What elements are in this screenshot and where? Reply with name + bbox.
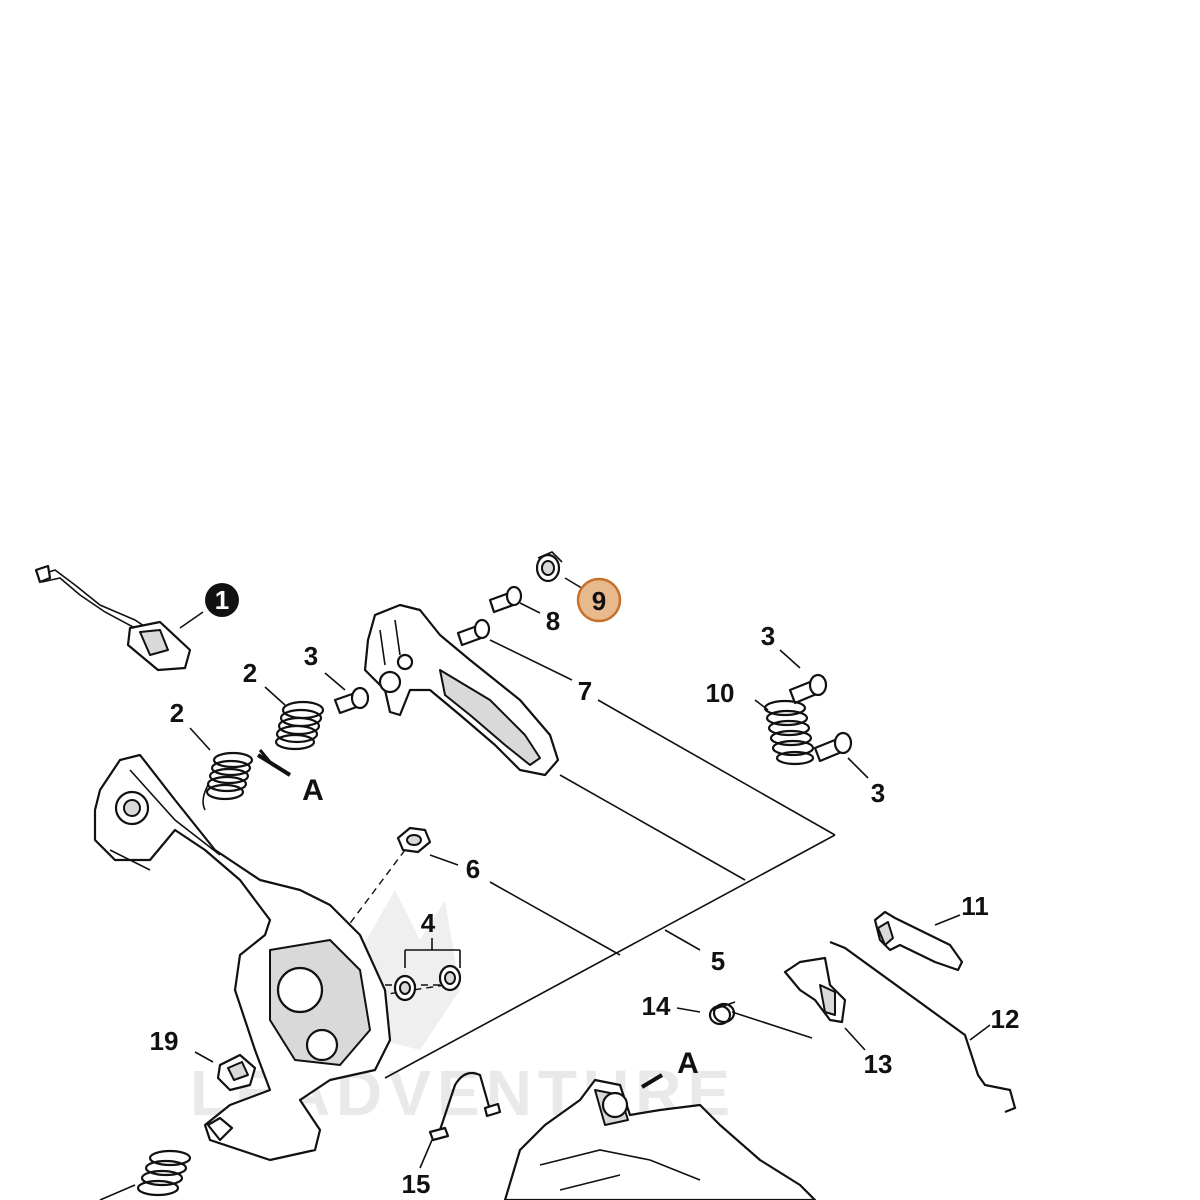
callout-14: 14 (642, 991, 671, 1021)
callout-5: 5 (711, 946, 725, 976)
callout-3-right-lower: 3 (871, 778, 885, 808)
part-8-screw-lower (456, 618, 491, 647)
part-14-torsion-spring (708, 1001, 813, 1039)
callout-2-lower: 2 (170, 698, 184, 728)
callout-1-marker (205, 583, 239, 617)
callout-10: 10 (706, 678, 735, 708)
callout-6: 6 (466, 854, 480, 884)
callout-9: 9 (592, 586, 606, 616)
part-7-rear-handle (363, 603, 560, 777)
callout-3-right-upper: 3 (761, 621, 775, 651)
part-5-housing (93, 753, 392, 1162)
callout-19: 19 (150, 1026, 179, 1056)
part-15-bracket (428, 1071, 502, 1142)
part-1-wire-harness (34, 564, 192, 672)
callout-11: 11 (961, 891, 989, 921)
bottom-housing (503, 1078, 817, 1200)
part-13-lockout-lever (783, 956, 847, 1024)
part-9-sleeve (535, 551, 563, 583)
part-3-screw-left (333, 686, 370, 715)
callout-7: 7 (578, 676, 592, 706)
part-4-bushing-right (438, 964, 462, 992)
part-12-throttle-rod (829, 940, 1017, 1114)
part-2-spring-bottom (99, 1149, 192, 1200)
callout-2-upper: 2 (243, 658, 257, 688)
part-3-screw-right-lower (813, 731, 853, 763)
callout-15: 15 (402, 1169, 431, 1199)
callout-9-highlight[interactable] (576, 577, 622, 623)
part-11-throttle-trigger (873, 910, 964, 972)
reference-a-upper: A (302, 774, 324, 807)
reference-a-lower: A (677, 1047, 699, 1080)
callout-12: 12 (991, 1004, 1020, 1034)
part-6-nut (396, 826, 432, 854)
callout-1: 1 (215, 585, 229, 615)
callout-13: 13 (864, 1049, 893, 1079)
part-4-bushing-left (393, 974, 417, 1002)
part-8-screw-upper (488, 585, 523, 614)
part-19-grommet (216, 1053, 257, 1092)
part-10-spring (763, 699, 815, 766)
callouts: 1 9 2 2 3 3 3 4 5 6 7 8 10 11 12 13 14 1… (150, 577, 1020, 1199)
callout-8: 8 (546, 606, 560, 636)
callout-4: 4 (421, 908, 436, 938)
part-2-spring-lower (202, 751, 254, 811)
part-2-spring-upper (274, 700, 325, 751)
part-3-screw-right-upper (788, 673, 828, 705)
callout-3-left: 3 (304, 641, 318, 671)
